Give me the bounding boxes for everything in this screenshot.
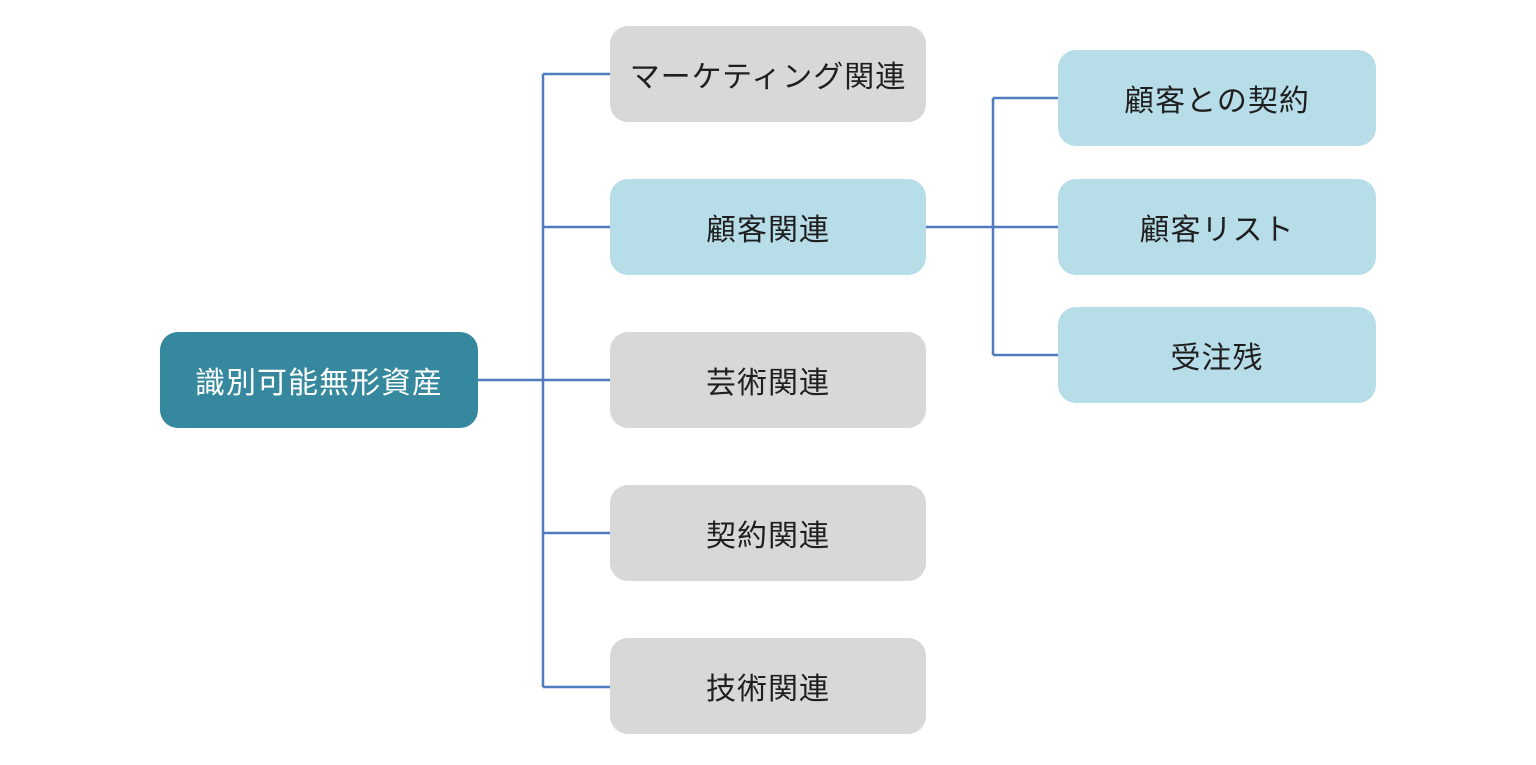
node-customer-list: 顧客リスト	[1058, 179, 1376, 275]
node-customer-contracts: 顧客との契約	[1058, 50, 1376, 146]
node-artistic-related: 芸術関連	[610, 332, 926, 428]
node-order-backlog: 受注残	[1058, 307, 1376, 403]
node-technology-related: 技術関連	[610, 638, 926, 734]
node-customer-related: 顧客関連	[610, 179, 926, 275]
node-contract-related: 契約関連	[610, 485, 926, 581]
node-root: 識別可能無形資産	[160, 332, 478, 428]
node-marketing-related: マーケティング関連	[610, 26, 926, 122]
